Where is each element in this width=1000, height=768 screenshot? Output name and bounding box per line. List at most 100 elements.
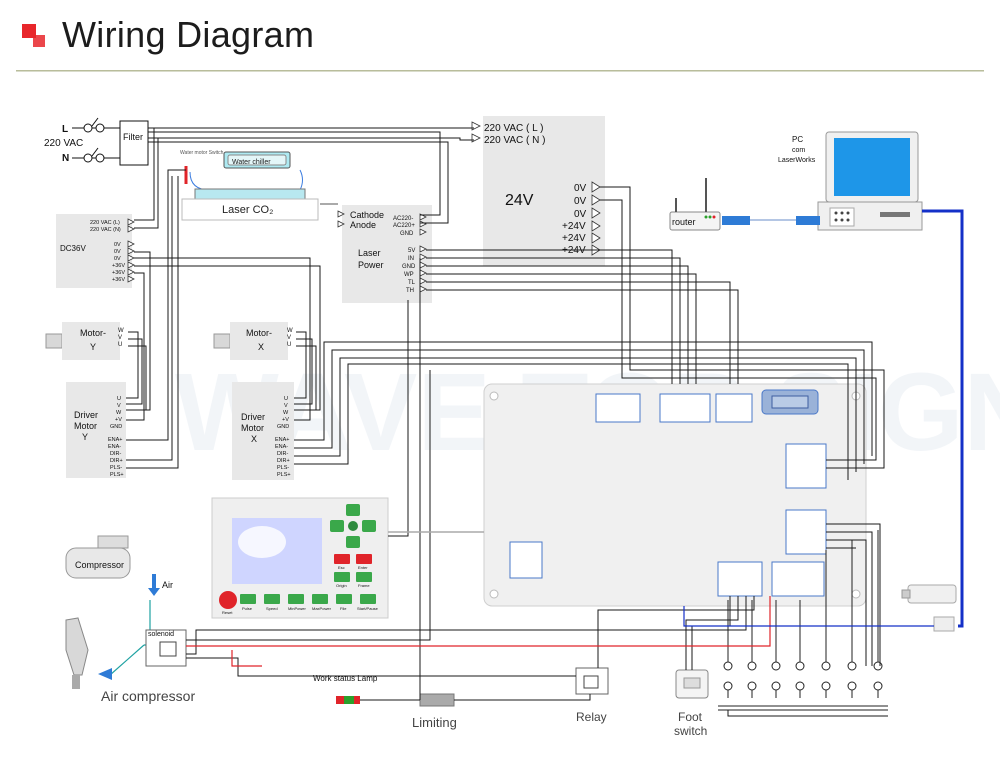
wiring-harness	[126, 127, 888, 717]
control-panel: Reset Pulse Speed MinPower MaxPower File…	[211, 497, 389, 619]
laser-tube	[194, 188, 306, 200]
dc36v-input-l: 220 VAC (L)	[90, 220, 120, 226]
dc36v-out-3: 0V	[114, 256, 121, 262]
driver-y-name-1: Driver	[74, 410, 98, 420]
dc36v-input-n: 220 VAC (N)	[90, 227, 121, 233]
mains-l-label: L	[62, 124, 68, 135]
psu24-out-4: +24V	[562, 221, 586, 232]
driver-x: Driver Motor X U V W +V GND ENA+ ENA- DI…	[232, 382, 294, 480]
wiring-diagram: WAVE TOP SIGN L 220 VAC N Filter Water m…	[44, 116, 1000, 738]
motor-x-axis: X	[258, 342, 264, 352]
panel-label-startpause: Start/Pause	[357, 606, 379, 611]
air-compressor: Compressor Air Air compressor	[65, 535, 195, 704]
driver-y: Driver Motor Y U V W +V GND ENA+ ENA- DI…	[66, 382, 126, 478]
dc36v-out-1: 0V	[114, 242, 121, 248]
motor-x-pin-2: V	[287, 335, 291, 341]
driver-x-spin-4: DIR+	[277, 458, 290, 464]
mains-filter	[119, 120, 149, 166]
dc36v-power-supply: 220 VAC (L) 220 VAC (N) DC36V 0V 0V 0V +…	[56, 214, 135, 288]
panel-label-reset: Reset	[222, 610, 233, 615]
brand-logo-icon	[22, 24, 46, 48]
pc-line-3: LaserWorks	[778, 157, 816, 164]
driver-y-mpin-1: U	[117, 396, 121, 402]
foot-switch-line-2: switch	[674, 724, 707, 738]
psu24-input-l: 220 VAC ( L )	[484, 123, 543, 134]
driver-y-spin-3: DIR-	[110, 451, 121, 457]
laser-power-name-2: Power	[358, 260, 384, 270]
laser-power-ctrl-1: 5V	[408, 248, 415, 254]
laser-power-anode: Anode	[350, 220, 376, 230]
psu24-out-3: 0V	[574, 209, 587, 220]
panel-function-keys[interactable]	[240, 554, 376, 604]
driver-y-spin-4: DIR+	[110, 458, 123, 464]
driver-x-spin-3: DIR-	[277, 451, 288, 457]
driver-x-name-2: Motor	[241, 423, 264, 433]
mains-n-label: N	[62, 153, 69, 164]
motor-y-pin-1: W	[118, 328, 124, 334]
panel-label-frame: Frame	[358, 583, 370, 588]
panel-label-esc: Esc	[338, 565, 345, 570]
driver-y-mpin-3: W	[116, 410, 122, 416]
motor-y-pin-2: V	[118, 335, 122, 341]
limiting-label: Limiting	[412, 715, 457, 730]
motor-y: Motor- Y W V U	[45, 322, 124, 360]
router: router	[669, 178, 820, 231]
driver-x-name-1: Driver	[241, 412, 265, 422]
laser-power-ac-3: GND	[400, 231, 414, 237]
page-title: Wiring Diagram	[62, 14, 315, 55]
work-status-lamp: Work status Lamp	[313, 674, 378, 704]
water-chiller	[227, 154, 287, 166]
dc36v-out-4: +36V	[112, 263, 125, 269]
solenoid: solenoid	[145, 629, 187, 667]
laser-power-supply: Cathode Anode AC220- AC220+ GND Laser Po…	[337, 205, 432, 303]
panel-dpad[interactable]	[330, 504, 376, 548]
pc-line-1: PC	[792, 135, 803, 144]
driver-x-mpin-1: U	[284, 396, 288, 402]
driver-x-mpin-4: +V	[282, 417, 289, 423]
pc-line-2: com	[792, 147, 805, 154]
psu24-out-1: 0V	[574, 183, 587, 194]
laser-power-ctrl-2: IN	[408, 256, 414, 262]
laser-power-ctrl-6: TH	[406, 288, 414, 294]
driver-x-spin-2: ENA-	[275, 444, 288, 450]
laser-tube-label: Laser CO₂	[222, 204, 273, 216]
foot-switch-line-1: Foot	[678, 710, 703, 724]
laser-power-cathode: Cathode	[350, 210, 384, 220]
router-label: router	[672, 217, 696, 227]
driver-y-mpin-2: V	[117, 403, 121, 409]
relay: Relay	[575, 667, 609, 724]
relay-label: Relay	[576, 710, 607, 724]
usb-stick	[901, 584, 957, 632]
driver-y-spin-5: PLS-	[110, 465, 122, 471]
psu24-input-n: 220 VAC ( N )	[484, 135, 546, 146]
solenoid-label: solenoid	[148, 631, 174, 638]
driver-x-mpin-5: GND	[277, 424, 289, 430]
water-motor-switch-label: Water motor Switch	[180, 150, 224, 156]
driver-x-spin-1: ENA+	[275, 437, 290, 443]
compressor-label: Compressor	[75, 560, 124, 570]
panel-label-origin: Origin	[336, 583, 347, 588]
laser-power-ctrl-4: WP	[404, 272, 414, 278]
laser-power-ac-2: AC220+	[393, 223, 415, 229]
pc: PC com LaserWorks	[778, 131, 923, 231]
panel-label-enter: Enter	[358, 565, 368, 570]
laser-power-name-1: Laser	[358, 248, 381, 258]
mains-filter-label: Filter	[123, 132, 143, 142]
compressor-air-label: Air	[162, 580, 173, 590]
water-chiller-label: Water chiller	[232, 159, 271, 166]
motor-y-name: Motor-	[80, 328, 106, 338]
psu24-out-2: 0V	[574, 196, 587, 207]
psu24-label: 24V	[505, 192, 534, 209]
motor-x-pin-1: W	[287, 328, 293, 334]
laser-power-ctrl-3: GND	[402, 264, 416, 270]
driver-y-spin-1: ENA+	[108, 437, 123, 443]
motor-x-pin-3: U	[287, 342, 291, 348]
panel-reset-button[interactable]	[219, 591, 237, 609]
driver-x-name-3: X	[251, 434, 257, 444]
motor-y-pin-3: U	[118, 342, 122, 348]
driver-y-name-2: Motor	[74, 421, 97, 431]
red-wires	[186, 596, 771, 667]
driver-y-mpin-4: +V	[115, 417, 122, 423]
dc36v-out-6: +36V	[112, 277, 125, 283]
chiller-and-tube: Water motor Switch Water chiller Laser C…	[180, 150, 338, 221]
